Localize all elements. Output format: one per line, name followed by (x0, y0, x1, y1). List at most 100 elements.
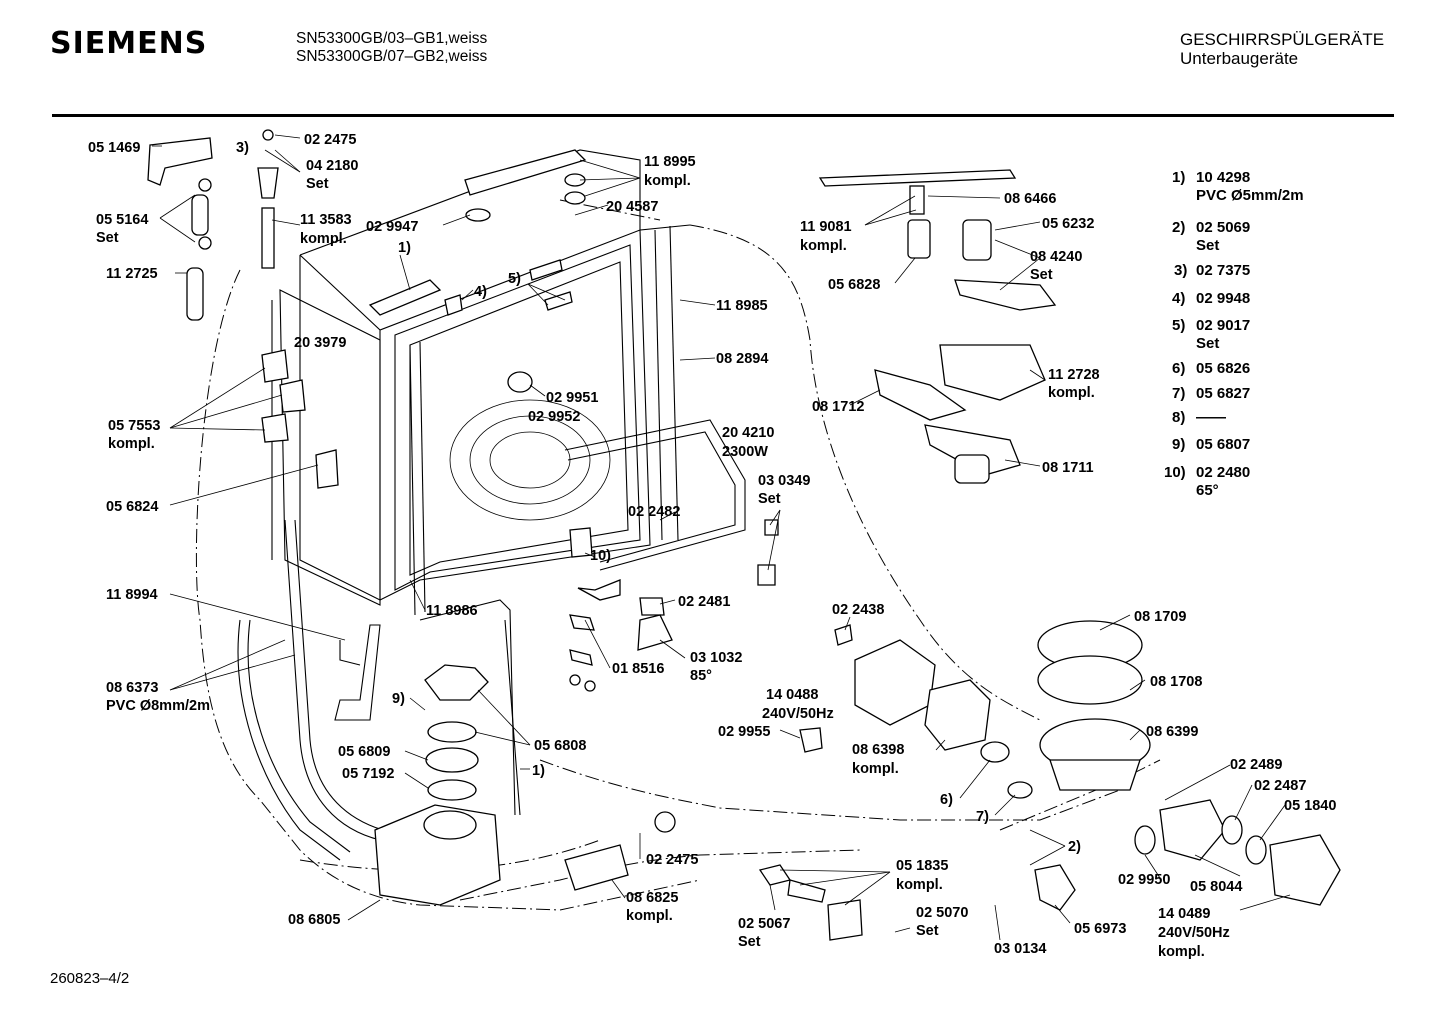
legend-num-1: 1) (1172, 169, 1185, 186)
legend-10-line-1: 02 2480 (1196, 464, 1250, 481)
label-030134: 03 0134 (994, 941, 1046, 957)
label-118995: 11 8995 (644, 154, 696, 170)
label-029955: 02 9955 (718, 724, 770, 740)
legend-num-4: 4) (1172, 290, 1185, 307)
legend-8-line-1: —— (1196, 409, 1226, 426)
label-086398: 08 6398 (852, 742, 904, 758)
spray-arm-upper (818, 169, 1017, 259)
label-051840: 05 1840 (1284, 798, 1336, 814)
label-042180: 04 2180 (306, 158, 358, 174)
label-081709: 08 1709 (1134, 609, 1186, 625)
category-line-1: GESCHIRRSPÜLGERÄTE (1180, 30, 1385, 49)
label-086373-sub: PVC Ø8mm/2m (106, 698, 210, 714)
label-084240: 08 4240 (1030, 249, 1082, 265)
label-204210: 20 4210 (722, 425, 774, 441)
label-051835: 05 1835 (896, 858, 948, 874)
label-ref-7: 7) (976, 809, 989, 825)
label-084240-sub: Set (1030, 267, 1053, 283)
label-022438: 02 2438 (832, 602, 884, 618)
label-031032: 03 1032 (690, 650, 742, 666)
label-086825: 08 6825 (626, 890, 678, 906)
label-204210-sub: 2300W (722, 444, 768, 460)
label-140489-sub2: kompl. (1158, 944, 1205, 960)
label-118994: 11 8994 (106, 587, 158, 603)
upper-parts (147, 129, 587, 393)
label-140489: 14 0489 (1158, 906, 1210, 922)
label-022487: 02 2487 (1254, 778, 1306, 794)
motor-pump (758, 620, 1341, 941)
label-056808: 05 6808 (534, 738, 586, 754)
label-056828: 05 6828 (828, 277, 880, 293)
label-ref-10: 10) (590, 548, 611, 564)
part-labels: 05 1469 05 5164 Set 11 2725 3) 02 2475 0… (88, 132, 1336, 960)
legend-5-line-1: 02 9017 (1196, 317, 1250, 334)
header-divider (52, 114, 1394, 117)
label-022481: 02 2481 (678, 594, 730, 610)
label-ref-6: 6) (940, 792, 953, 808)
label-029952: 02 9952 (528, 409, 580, 425)
legend-9-line-1: 05 6807 (1196, 436, 1250, 453)
label-112728-sub: kompl. (1048, 385, 1095, 401)
label-025070: 02 5070 (916, 905, 968, 921)
leader-lines (152, 134, 1291, 941)
label-113583-sub: kompl. (300, 231, 347, 247)
label-022489: 02 2489 (1230, 757, 1282, 773)
label-086373: 08 6373 (106, 680, 158, 696)
label-030349: 03 0349 (758, 473, 810, 489)
label-ref-2: 2) (1068, 839, 1081, 855)
brand-logo: SIEMENS (50, 26, 208, 61)
label-119081: 11 9081 (800, 219, 852, 235)
label-118986: 11 8986 (426, 603, 478, 619)
legend-num-2: 2) (1172, 219, 1185, 236)
label-056809: 05 6809 (338, 744, 390, 760)
label-204587: 20 4587 (606, 199, 658, 215)
legend-4-line-1: 02 9948 (1196, 290, 1250, 307)
sump-and-pump (374, 519, 779, 906)
legend-1-line-2: PVC Ø5mm/2m (1196, 187, 1304, 204)
label-029947: 02 9947 (366, 219, 418, 235)
legend-num-5: 5) (1172, 317, 1185, 334)
label-118995-sub: kompl. (644, 173, 691, 189)
hoses (237, 519, 391, 861)
label-025067: 02 5067 (738, 916, 790, 932)
label-118985: 11 8985 (716, 298, 768, 314)
label-031032-sub: 85° (690, 668, 712, 684)
label-112728: 11 2728 (1048, 367, 1100, 383)
legend-num-7: 7) (1172, 385, 1185, 402)
label-057553-sub: kompl. (108, 436, 155, 452)
label-140488: 14 0488 (766, 687, 818, 703)
label-056824: 05 6824 (106, 499, 158, 515)
label-081708: 08 1708 (1150, 674, 1202, 690)
label-022475a: 02 2475 (304, 132, 356, 148)
legend-num-6: 6) (1172, 360, 1185, 377)
label-081712: 08 1712 (812, 399, 864, 415)
label-025067-sub: Set (738, 934, 761, 950)
label-057553: 05 7553 (108, 418, 160, 434)
label-022475b: 02 2475 (646, 852, 698, 868)
filters (874, 219, 1057, 484)
label-ref-1a: 1) (398, 240, 411, 256)
model-line-1: SN53300GB/03–GB1,weiss (296, 30, 488, 47)
label-ref-1b: 1) (532, 763, 545, 779)
label-082894: 08 2894 (716, 351, 768, 367)
label-086399: 08 6399 (1146, 724, 1198, 740)
label-056973: 05 6973 (1074, 921, 1126, 937)
label-058044: 05 8044 (1190, 879, 1242, 895)
label-203979: 20 3979 (294, 335, 346, 351)
legend-7-line-1: 05 6827 (1196, 385, 1250, 402)
label-ref-4: 4) (474, 284, 487, 300)
legend-3-line-1: 02 7375 (1196, 262, 1250, 279)
label-051835-sub: kompl. (896, 877, 943, 893)
legend-1-line-1: 10 4298 (1196, 169, 1250, 186)
label-022482: 02 2482 (628, 504, 680, 520)
label-ref-3: 3) (236, 140, 249, 156)
label-056232: 05 6232 (1042, 216, 1094, 232)
legend-10-line-2: 65° (1196, 482, 1219, 499)
label-057192: 05 7192 (342, 766, 394, 782)
legend-6-line-1: 05 6826 (1196, 360, 1250, 377)
model-numbers: SN53300GB/03–GB1,weiss SN53300GB/07–GB2,… (296, 30, 487, 66)
legend-num-9: 9) (1172, 436, 1185, 453)
control-panel (261, 349, 339, 489)
label-086398-sub: kompl. (852, 761, 899, 777)
